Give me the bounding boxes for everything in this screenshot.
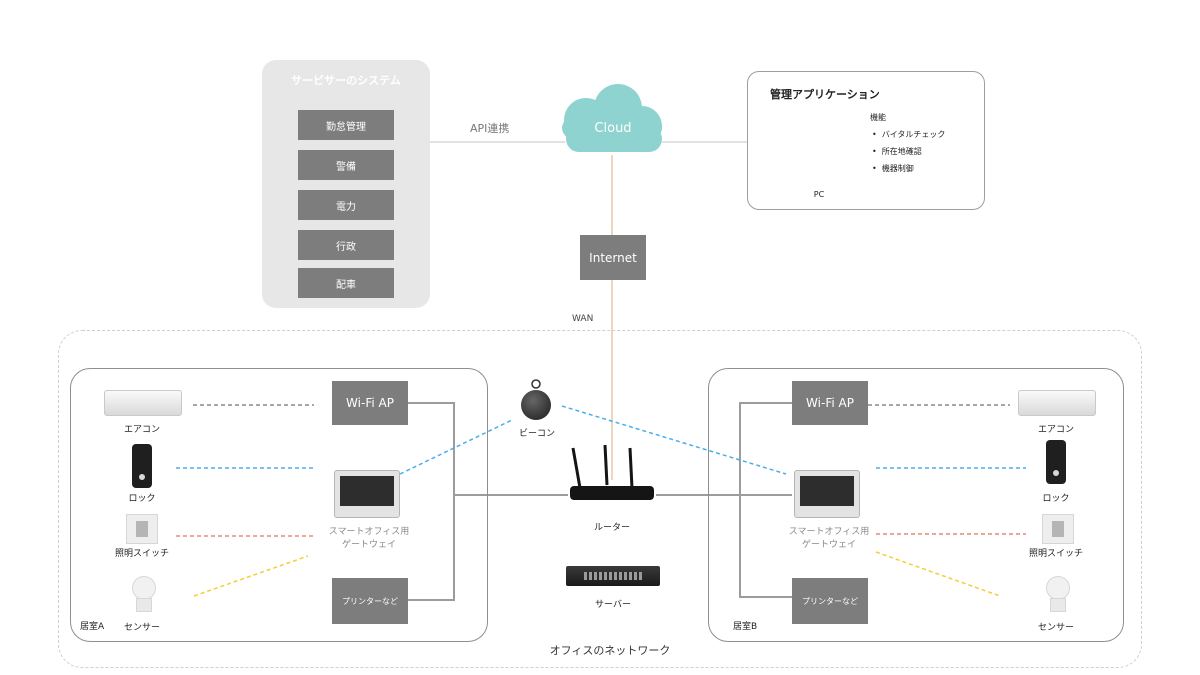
- room-a-aircon-icon: [104, 390, 182, 416]
- service-item-government: 行政: [298, 230, 394, 260]
- internet-node: Internet: [580, 235, 646, 280]
- functions-title: 機能: [870, 113, 886, 122]
- room-a-light-switch-label: 照明スイッチ: [114, 549, 169, 559]
- service-system-panel: [262, 60, 430, 308]
- router-label: ルーター: [593, 523, 630, 533]
- management-app-title: 管理アプリケーション: [770, 88, 880, 101]
- room-b-printer: プリンターなど: [792, 578, 868, 624]
- beacon-label: ビーコン: [518, 429, 555, 439]
- room-b-lock-icon: [1046, 440, 1066, 484]
- function-device-control: 機器制御: [872, 163, 914, 174]
- room-a-area: [70, 368, 488, 642]
- management-app-panel: [747, 71, 985, 210]
- service-item-dispatch: 配車: [298, 268, 394, 298]
- wan-label: WAN: [572, 314, 594, 324]
- room-a-wired-line: [408, 402, 455, 601]
- room-a-sensor-icon: [130, 576, 156, 612]
- room-a-printer: プリンターなど: [332, 578, 408, 624]
- function-vital-check: バイタルチェック: [872, 129, 946, 140]
- cloud-label: Cloud: [594, 121, 632, 136]
- office-network-area: [58, 330, 1142, 668]
- office-network-label: オフィスのネットワーク: [549, 644, 671, 657]
- room-b-wired-line: [739, 402, 792, 598]
- room-a-gateway-icon: [334, 470, 400, 518]
- room-b-area: [708, 368, 1124, 642]
- room-a-lock-label: ロック: [128, 494, 156, 504]
- room-b-label: 居室B: [733, 622, 758, 632]
- room-b-gateway-label: スマートオフィス用 ゲートウェイ: [788, 527, 870, 550]
- beacon-icon: [521, 390, 551, 420]
- room-b-gateway-icon: [794, 470, 860, 518]
- cloud-shape: [562, 84, 662, 152]
- service-system-title: サービサーのシステム: [291, 74, 401, 87]
- room-a-label: 居室A: [80, 622, 105, 632]
- router-icon: [570, 486, 654, 500]
- server-label: サーバー: [595, 600, 631, 610]
- service-item-security: 警備: [298, 150, 394, 180]
- server-icon: [566, 566, 660, 586]
- service-item-attendance: 勤怠管理: [298, 110, 394, 140]
- room-a-wifi-ap: Wi-Fi AP: [332, 381, 408, 425]
- function-location-check: 所在地確認: [872, 146, 922, 157]
- room-b-aircon-icon: [1018, 390, 1096, 416]
- api-link-label: API連携: [470, 122, 510, 135]
- service-item-power: 電力: [298, 190, 394, 220]
- room-a-sensor-label: センサー: [123, 623, 160, 633]
- room-b-lock-label: ロック: [1042, 494, 1070, 504]
- pc-label: PC: [813, 190, 825, 199]
- room-b-wifi-ap: Wi-Fi AP: [792, 381, 868, 425]
- room-a-lock-icon: [132, 444, 152, 488]
- room-a-gateway-label: スマートオフィス用 ゲートウェイ: [328, 527, 410, 550]
- room-b-light-switch-icon: [1042, 514, 1074, 544]
- room-a-light-switch-icon: [126, 514, 158, 544]
- room-b-sensor-label: センサー: [1037, 623, 1074, 633]
- room-b-aircon-label: エアコン: [1037, 425, 1074, 435]
- room-b-sensor-icon: [1044, 576, 1070, 612]
- room-a-aircon-label: エアコン: [123, 425, 160, 435]
- room-b-light-switch-label: 照明スイッチ: [1028, 549, 1083, 559]
